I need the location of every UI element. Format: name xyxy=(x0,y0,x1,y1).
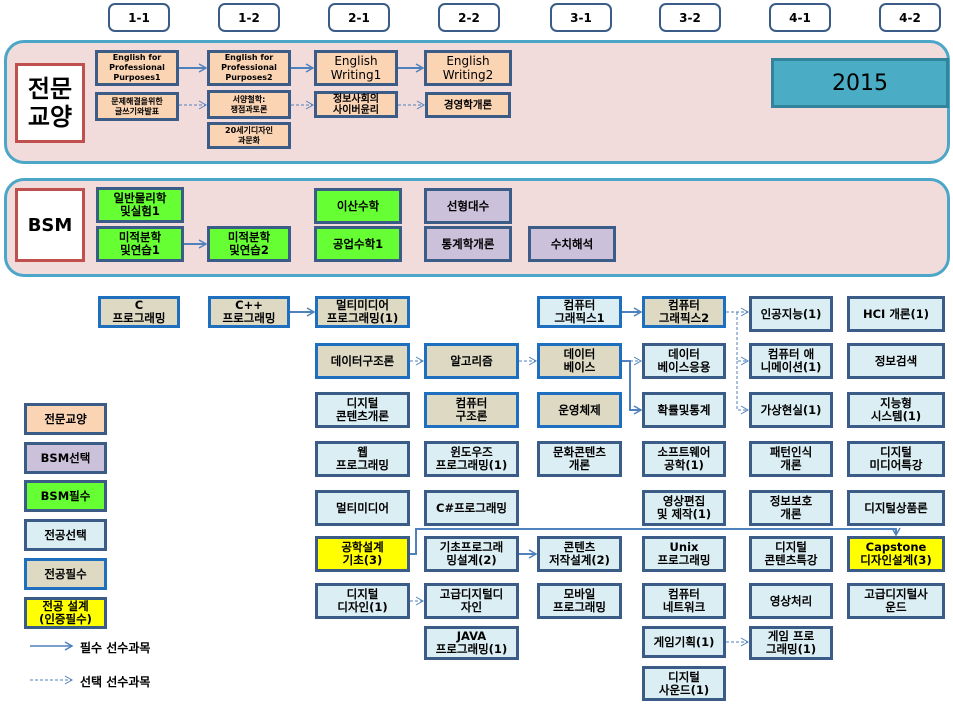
legend-bsm-elective: BSM선택 xyxy=(24,442,107,474)
course-ai[interactable]: 인공지능(1) xyxy=(749,296,833,332)
course-pattern-recognition[interactable]: 패턴인식 개론 xyxy=(749,441,833,477)
course-physics1[interactable]: 일반물리학 및실험1 xyxy=(96,187,184,223)
course-multimedia[interactable]: 멀티미디어 xyxy=(315,490,410,526)
course-computer-graphics1[interactable]: 컴퓨터 그래픽스1 xyxy=(537,296,622,328)
legend-bsm-required: BSM필수 xyxy=(24,480,107,512)
course-virtual-reality[interactable]: 가상현실(1) xyxy=(749,392,833,428)
course-hci[interactable]: HCI 개론(1) xyxy=(847,296,945,332)
course-database-app[interactable]: 데이터 베이스응용 xyxy=(642,343,726,379)
course-business-intro[interactable]: 경영학개론 xyxy=(425,92,511,118)
course-english-writing1[interactable]: English Writing1 xyxy=(314,50,398,86)
course-engineering-design-basics[interactable]: 공학설계 기초(3) xyxy=(315,536,410,572)
course-animation[interactable]: 컴퓨터 애 니메이션(1) xyxy=(749,343,833,379)
course-digital-content-special[interactable]: 디지털 콘텐츠특강 xyxy=(749,536,833,572)
course-linear-algebra[interactable]: 선형대수 xyxy=(424,188,512,224)
course-computer-network[interactable]: 컴퓨터 네트워크 xyxy=(642,583,726,619)
course-digital-media-special[interactable]: 디지털 미디어특강 xyxy=(847,441,945,477)
course-unix-programming[interactable]: Unix 프로그래밍 xyxy=(642,536,726,572)
legend-major-design: 전공 설계 (인증필수) xyxy=(24,597,107,629)
course-statistics-intro[interactable]: 통계학개론 xyxy=(424,226,512,262)
course-info-security[interactable]: 정보보호 개론 xyxy=(749,490,833,526)
course-intelligent-systems[interactable]: 지능형 시스템(1) xyxy=(847,392,945,428)
course-data-structures[interactable]: 데이터구조론 xyxy=(315,343,410,379)
category-bsm: BSM xyxy=(15,188,85,262)
course-basic-programming-design[interactable]: 기초프로그래 밍설계(2) xyxy=(424,536,519,572)
arrow-cg2-anim xyxy=(736,312,750,366)
course-software-engineering[interactable]: 소프트웨어 공학(1) xyxy=(642,441,726,477)
course-english-writing2[interactable]: English Writing2 xyxy=(424,50,512,86)
course-computer-architecture[interactable]: 컴퓨터 구조론 xyxy=(424,392,519,428)
legend-general: 전문교양 xyxy=(24,403,107,435)
course-info-retrieval[interactable]: 정보검색 xyxy=(847,343,945,379)
course-numerical-analysis[interactable]: 수치해석 xyxy=(528,226,616,262)
course-game-programming[interactable]: 게임 프로 그래밍(1) xyxy=(749,626,833,660)
course-image-processing[interactable]: 영상처리 xyxy=(749,583,833,619)
course-efp2[interactable]: English for Professional Purposes2 xyxy=(207,50,291,86)
course-20c-design-culture[interactable]: 20세기디자인 과문화 xyxy=(207,122,291,149)
course-algorithms[interactable]: 알고리즘 xyxy=(424,343,519,379)
course-computer-graphics2[interactable]: 컴퓨터 그래픽스2 xyxy=(642,296,726,328)
course-capstone-design[interactable]: Capstone 디자인설계(3) xyxy=(847,536,945,572)
course-digital-product[interactable]: 디지털상품론 xyxy=(847,490,945,526)
course-calculus1[interactable]: 미적분학 및연습1 xyxy=(96,226,184,262)
course-digital-design[interactable]: 디지털 디자인(1) xyxy=(315,583,410,619)
course-java-programming[interactable]: JAVA 프로그래밍(1) xyxy=(424,626,519,660)
course-cyber-ethics[interactable]: 정보사회의 사이버윤리 xyxy=(314,91,398,118)
course-digital-content-intro[interactable]: 디지털 콘텐츠개론 xyxy=(315,392,410,428)
arrow-cg2-vr xyxy=(736,361,750,415)
course-game-planning[interactable]: 게임기획(1) xyxy=(642,626,726,658)
course-calculus2[interactable]: 미적분학 및연습2 xyxy=(207,226,291,262)
legend-required-prereq-label: 필수 선수과목 xyxy=(80,641,151,655)
course-video-editing[interactable]: 영상편집 및 제작(1) xyxy=(642,490,726,526)
semester-4-1: 4-1 xyxy=(769,3,831,32)
course-c-programming[interactable]: C 프로그래밍 xyxy=(98,296,180,328)
course-csharp-programming[interactable]: C#프로그래밍 xyxy=(424,490,519,526)
course-operating-systems[interactable]: 운영체제 xyxy=(537,392,622,428)
semester-3-2: 3-2 xyxy=(659,3,721,32)
course-probability-stats[interactable]: 확률및통계 xyxy=(642,392,726,428)
legend-major-required: 전공필수 xyxy=(24,558,107,590)
course-culture-content[interactable]: 문화콘텐츠 개론 xyxy=(537,441,622,477)
category-general: 전문 교양 xyxy=(15,63,85,143)
course-advanced-digital-sound[interactable]: 고급디지털사 운드 xyxy=(847,583,945,619)
course-mobile-programming[interactable]: 모바일 프로그래밍 xyxy=(537,583,622,619)
course-web-programming[interactable]: 웹 프로그래밍 xyxy=(315,441,410,477)
course-engineering-math1[interactable]: 공업수학1 xyxy=(314,226,402,262)
semester-1-1: 1-1 xyxy=(108,3,170,32)
course-multimedia-programming[interactable]: 멀티미디어 프로그래밍(1) xyxy=(315,296,410,328)
course-writing-presentation[interactable]: 문제해결을위한 글쓰기와발표 xyxy=(95,92,179,121)
course-advanced-digital-design[interactable]: 고급디지털디 자인 xyxy=(424,583,519,619)
course-discrete-math[interactable]: 이산수학 xyxy=(314,188,402,224)
course-windows-programming[interactable]: 윈도우즈 프로그래밍(1) xyxy=(424,441,519,477)
year-label: 2015 xyxy=(771,58,949,108)
course-cpp-programming[interactable]: C++ 프로그래밍 xyxy=(208,296,290,328)
course-content-authoring-design[interactable]: 콘텐츠 저작설계(2) xyxy=(537,536,622,572)
legend-optional-prereq-label: 선택 선수과목 xyxy=(80,675,151,689)
semester-2-2: 2-2 xyxy=(438,3,500,32)
arrow-db-prob xyxy=(622,360,643,415)
course-western-philosophy[interactable]: 서양철학: 쟁점과토론 xyxy=(207,90,291,119)
course-database[interactable]: 데이터 베이스 xyxy=(537,343,622,379)
semester-1-2: 1-2 xyxy=(218,3,280,32)
semester-2-1: 2-1 xyxy=(328,3,390,32)
course-digital-sound[interactable]: 디지털 사운드(1) xyxy=(642,666,726,701)
course-efp1[interactable]: English for Professional Purposes1 xyxy=(95,50,179,86)
semester-3-1: 3-1 xyxy=(550,3,612,32)
legend-major-elective: 전공선택 xyxy=(24,519,107,551)
semester-4-2: 4-2 xyxy=(879,3,941,32)
